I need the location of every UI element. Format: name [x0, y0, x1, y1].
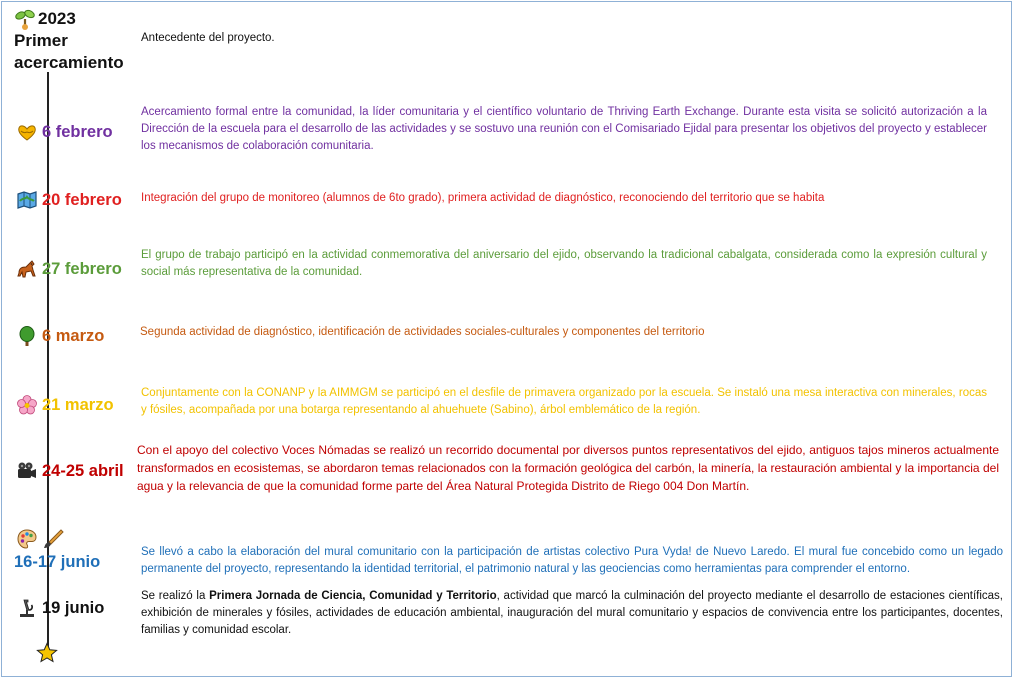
- header-title-line2: acercamiento: [14, 53, 124, 72]
- event-icons-7: [16, 528, 64, 550]
- header-description: Antecedente del proyecto.: [141, 32, 275, 44]
- event-description-8-bold: Primera Jornada de Ciencia, Comunidad y …: [209, 590, 497, 602]
- paintbrush-icon: [42, 528, 64, 550]
- movie-camera-icon: [16, 460, 38, 482]
- palette-icon: [16, 528, 38, 550]
- event-description-1: Acercamiento formal entre la comunidad, …: [141, 106, 987, 152]
- event-date-label: 24-25 abril: [42, 461, 124, 480]
- event-description-7: Se llevó a cabo la elaboración del mural…: [141, 546, 1003, 575]
- event-description-3: El grupo de trabajo participó en la acti…: [141, 249, 987, 278]
- sprout-icon: [14, 8, 36, 30]
- year-label: 2023: [38, 9, 76, 28]
- event-date-1: 6 febrero: [16, 121, 113, 143]
- map-icon: [16, 189, 38, 211]
- event-description-4: Segunda actividad de diagnóstico, identi…: [140, 326, 705, 338]
- event-date-label: 16-17 junio: [14, 553, 101, 571]
- event-date-label: 6 febrero: [42, 122, 113, 141]
- event-date-label: 19 junio: [42, 598, 105, 617]
- flower-icon: [16, 394, 38, 416]
- event-description-8: Se realizó la Primera Jornada de Ciencia…: [141, 588, 1003, 639]
- horse-icon: [16, 258, 38, 280]
- event-date-label: 20 febrero: [42, 190, 122, 209]
- event-description-8-post: , actividad que marcó la culminación del…: [141, 590, 1003, 636]
- event-date-5: 21 marzo: [16, 394, 114, 416]
- heart-hands-icon: [16, 121, 38, 143]
- event-description-5: Conjuntamente con la CONANP y la AIMMGM …: [141, 387, 987, 416]
- event-date-label: 27 febrero: [42, 259, 122, 278]
- event-date-4: 6 marzo: [16, 325, 104, 347]
- event-date-2: 20 febrero: [16, 189, 122, 211]
- year-row: 2023: [14, 8, 144, 30]
- star-icon: [36, 642, 58, 664]
- header-title-line1: Primer: [14, 31, 68, 50]
- event-date-3: 27 febrero: [16, 258, 122, 280]
- event-date-label: 6 marzo: [42, 326, 105, 345]
- event-date-label: 21 marzo: [42, 395, 114, 414]
- timeline-axis: [47, 72, 49, 650]
- timeline-header: 2023 Primer acercamiento: [14, 8, 144, 74]
- microscope-icon: [16, 597, 38, 619]
- tree-icon: [16, 325, 38, 347]
- event-date-7: 16-17 junio: [14, 553, 100, 572]
- event-date-6: 24-25 abril: [16, 460, 124, 482]
- event-description-6: Con el apoyo del colectivo Voces Nómadas…: [137, 443, 999, 493]
- event-date-8: 19 junio: [16, 597, 104, 619]
- event-description-2: Integración del grupo de monitoreo (alum…: [141, 192, 825, 204]
- event-description-8-pre: Se realizó la: [141, 590, 210, 602]
